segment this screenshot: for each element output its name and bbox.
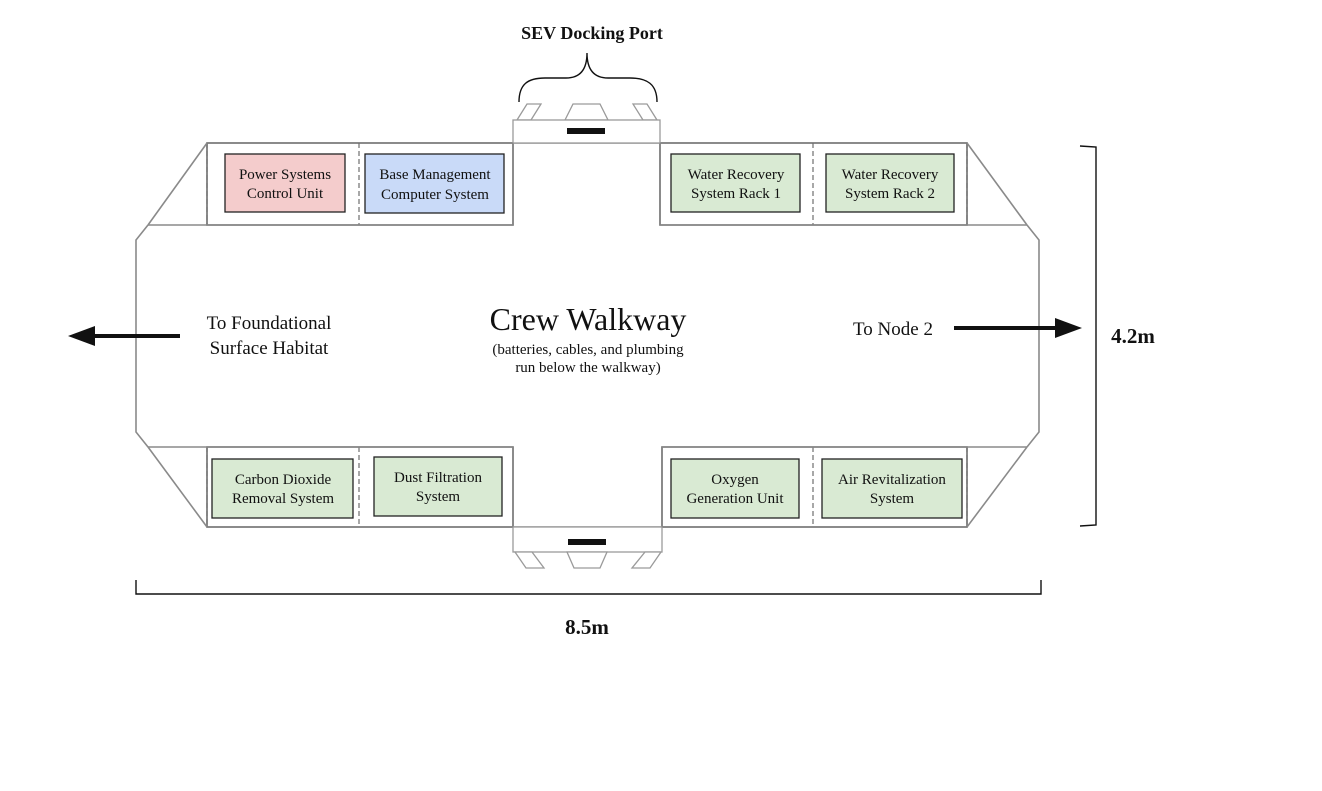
rack-water-recovery-system-2[interactable]: Water Recovery System Rack 2 <box>825 153 955 213</box>
exit-to-node-2[interactable]: To Node 2 <box>853 318 1082 340</box>
arrow-right-icon <box>1055 318 1082 338</box>
height-label: 4.2m <box>1111 324 1155 348</box>
docking-port-title: SEV Docking Port <box>521 23 663 43</box>
svg-text:Water Recovery: Water Recovery <box>842 167 939 183</box>
right-exit-label: To Node 2 <box>853 319 933 340</box>
svg-text:Water Recovery: Water Recovery <box>688 167 785 183</box>
exit-to-foundational-habitat[interactable]: To Foundational Surface Habitat <box>68 313 331 359</box>
svg-text:Oxygen: Oxygen <box>711 472 759 488</box>
docking-port-bottom <box>512 526 663 569</box>
rack-water-recovery-system-1[interactable]: Water Recovery System Rack 1 <box>670 153 801 213</box>
rack-carbon-dioxide-removal-system[interactable]: Carbon Dioxide Removal System <box>211 458 354 519</box>
rack-power-systems-control-unit[interactable]: Power Systems Control Unit <box>224 153 346 213</box>
width-dimension: 8.5m <box>135 580 1042 639</box>
svg-text:System Rack 2: System Rack 2 <box>845 186 935 202</box>
svg-text:Removal System: Removal System <box>232 491 334 507</box>
svg-text:Carbon Dioxide: Carbon Dioxide <box>235 472 332 488</box>
svg-text:Power Systems: Power Systems <box>239 167 331 183</box>
svg-text:Control Unit: Control Unit <box>247 186 324 202</box>
rack-dust-filtration-system[interactable]: Dust Filtration System <box>373 456 503 517</box>
hatch-handle-top <box>567 128 605 134</box>
walkway-note-line2: run below the walkway) <box>515 360 660 376</box>
svg-text:System: System <box>416 489 461 505</box>
walkway-note-line1: (batteries, cables, and plumbing <box>492 342 684 358</box>
svg-text:Generation Unit: Generation Unit <box>686 491 784 507</box>
svg-text:System: System <box>870 491 915 507</box>
left-exit-label-line2: Surface Habitat <box>210 338 329 359</box>
svg-text:Air Revitalization: Air Revitalization <box>838 472 946 488</box>
left-exit-label-line1: To Foundational <box>207 313 332 334</box>
rack-air-revitalization-system[interactable]: Air Revitalization System <box>821 458 963 519</box>
docking-port-brace <box>518 52 658 103</box>
svg-text:Base Management: Base Management <box>379 167 491 183</box>
svg-text:Dust Filtration: Dust Filtration <box>394 470 482 486</box>
svg-text:Computer System: Computer System <box>381 187 489 203</box>
rack-oxygen-generation-unit[interactable]: Oxygen Generation Unit <box>670 458 800 519</box>
svg-text:System Rack 1: System Rack 1 <box>691 186 781 202</box>
width-label: 8.5m <box>565 615 609 639</box>
rack-base-management-computer-system[interactable]: Base Management Computer System <box>364 153 505 214</box>
height-dimension: 4.2m <box>1079 145 1155 527</box>
walkway-title: Crew Walkway <box>490 301 687 337</box>
docking-port-top <box>512 103 661 144</box>
hatch-handle-bottom <box>568 539 606 545</box>
arrow-left-icon <box>68 326 95 346</box>
